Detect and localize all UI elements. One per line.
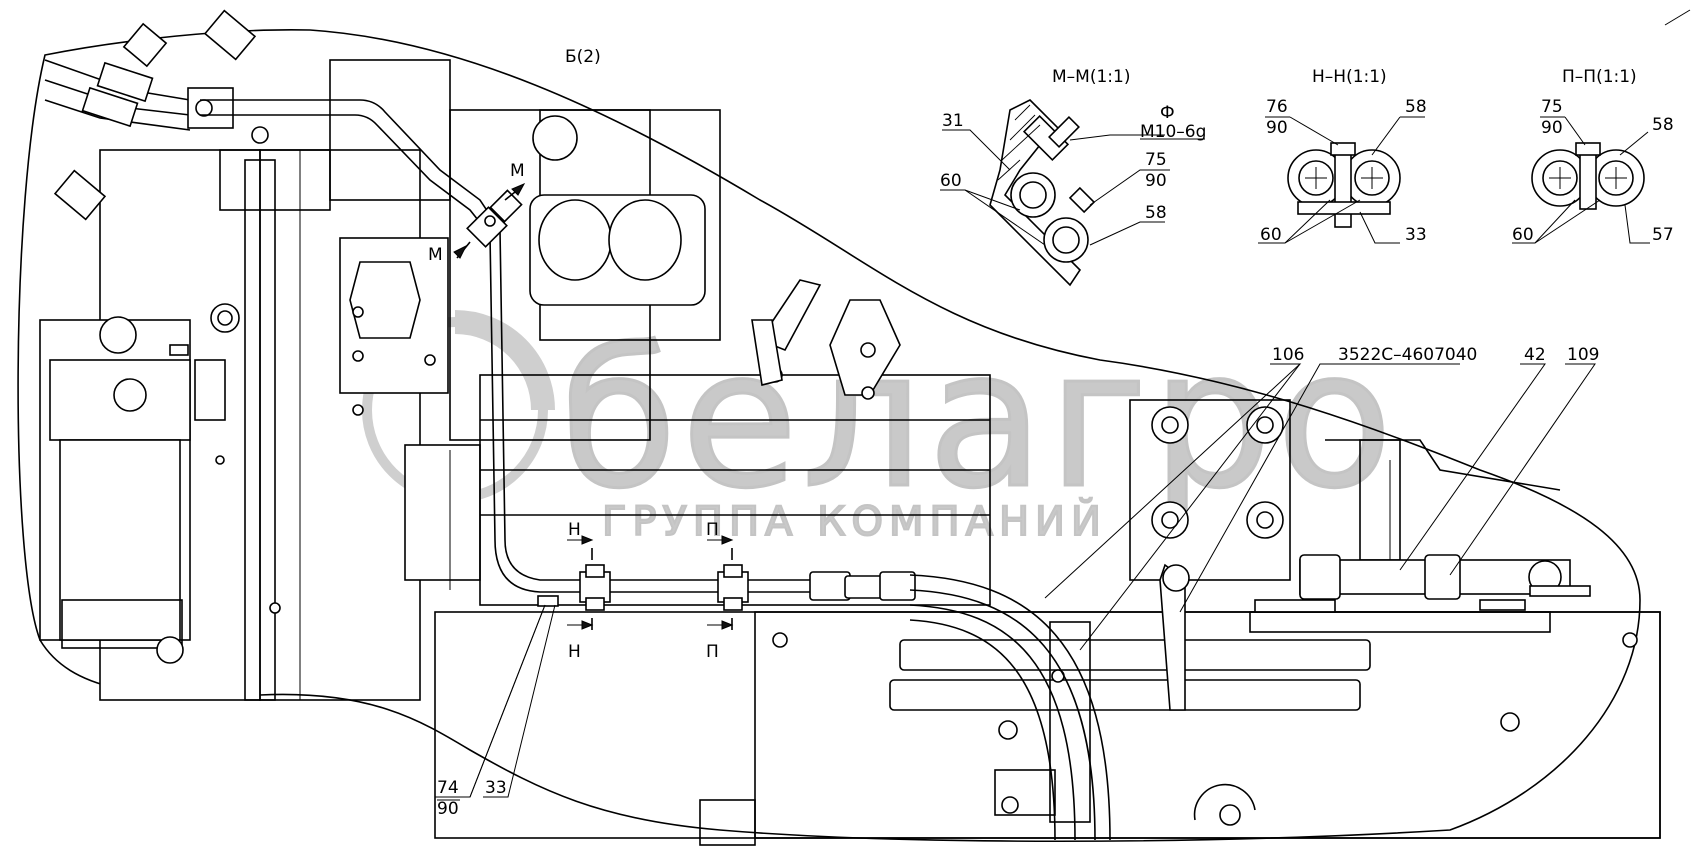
clamp-m [466,189,523,248]
section-pp-label-58: 58 [1652,115,1674,135]
main-view [17,9,1691,846]
view-label: Б(2) [565,47,601,67]
callout-109: 109 [1567,345,1599,365]
hose-fittings-top-left [44,9,269,221]
section-mm-label-90: 90 [1145,171,1167,191]
section-mm-label-31: 31 [942,111,964,131]
section-pp-title: П–П(1:1) [1562,67,1637,87]
section-mm-label-75: 75 [1145,150,1167,170]
callout-74: 74 [437,778,459,798]
section-nn-label-60: 60 [1260,225,1282,245]
cut-label-n-bottom: Н [568,642,581,662]
section-pp: П–П(1:1) 75 90 58 60 57 [1512,67,1674,245]
section-pp-label-75: 75 [1541,97,1563,117]
cut-markers: М М Н Н П П [428,161,734,662]
right-cover [1325,9,1691,491]
callout-part-number: 3522С–4607040 [1338,345,1477,365]
section-nn: Н–Н(1:1) 76 90 58 60 33 [1258,67,1427,245]
cut-label-n-top: Н [568,520,581,540]
watermark-subtitle: ГРУППА КОМПАНИЙ [602,497,1107,545]
section-nn-label-90: 90 [1266,118,1288,138]
clamp-p [717,564,749,611]
section-pp-label-90: 90 [1541,118,1563,138]
right-rod [1249,554,1591,633]
section-mm-title: М–М(1:1) [1052,67,1130,87]
section-nn-title: Н–Н(1:1) [1312,67,1387,87]
left-unit [39,59,451,701]
callouts: 106 3522С–4607040 42 109 74 90 33 [435,345,1599,819]
section-pp-label-60: 60 [1512,225,1534,245]
section-mm: М–М(1:1) 31 60 Ф М10–6g 75 90 58 [940,67,1206,287]
callout-42: 42 [1524,345,1546,365]
section-mm-thread: М10–6g [1140,122,1206,142]
engine-block [339,109,1401,606]
cut-label-m-bottom: М [428,245,443,265]
section-pp-label-57: 57 [1652,225,1674,245]
lever-bracket [751,279,901,400]
callout-106: 106 [1272,345,1304,365]
frame-lower [434,611,1661,846]
section-mm-label-60: 60 [940,171,962,191]
callout-90: 90 [437,799,459,819]
section-mm-callout-phi: Ф [1160,103,1175,123]
section-nn-label-76: 76 [1266,97,1288,117]
watermark: белагро ГРУППА КОМПАНИЙ [362,308,1394,546]
callout-33: 33 [485,778,507,798]
cut-label-p-bottom: П [706,642,719,662]
cut-label-p-top: П [706,520,719,540]
hydraulic-pipe [200,99,916,611]
section-nn-label-58: 58 [1405,97,1427,117]
clamp-n [579,564,611,611]
cut-label-m-top: М [510,161,525,181]
section-nn-label-33: 33 [1405,225,1427,245]
flexible-hoses [909,563,1190,841]
section-mm-label-58: 58 [1145,203,1167,223]
